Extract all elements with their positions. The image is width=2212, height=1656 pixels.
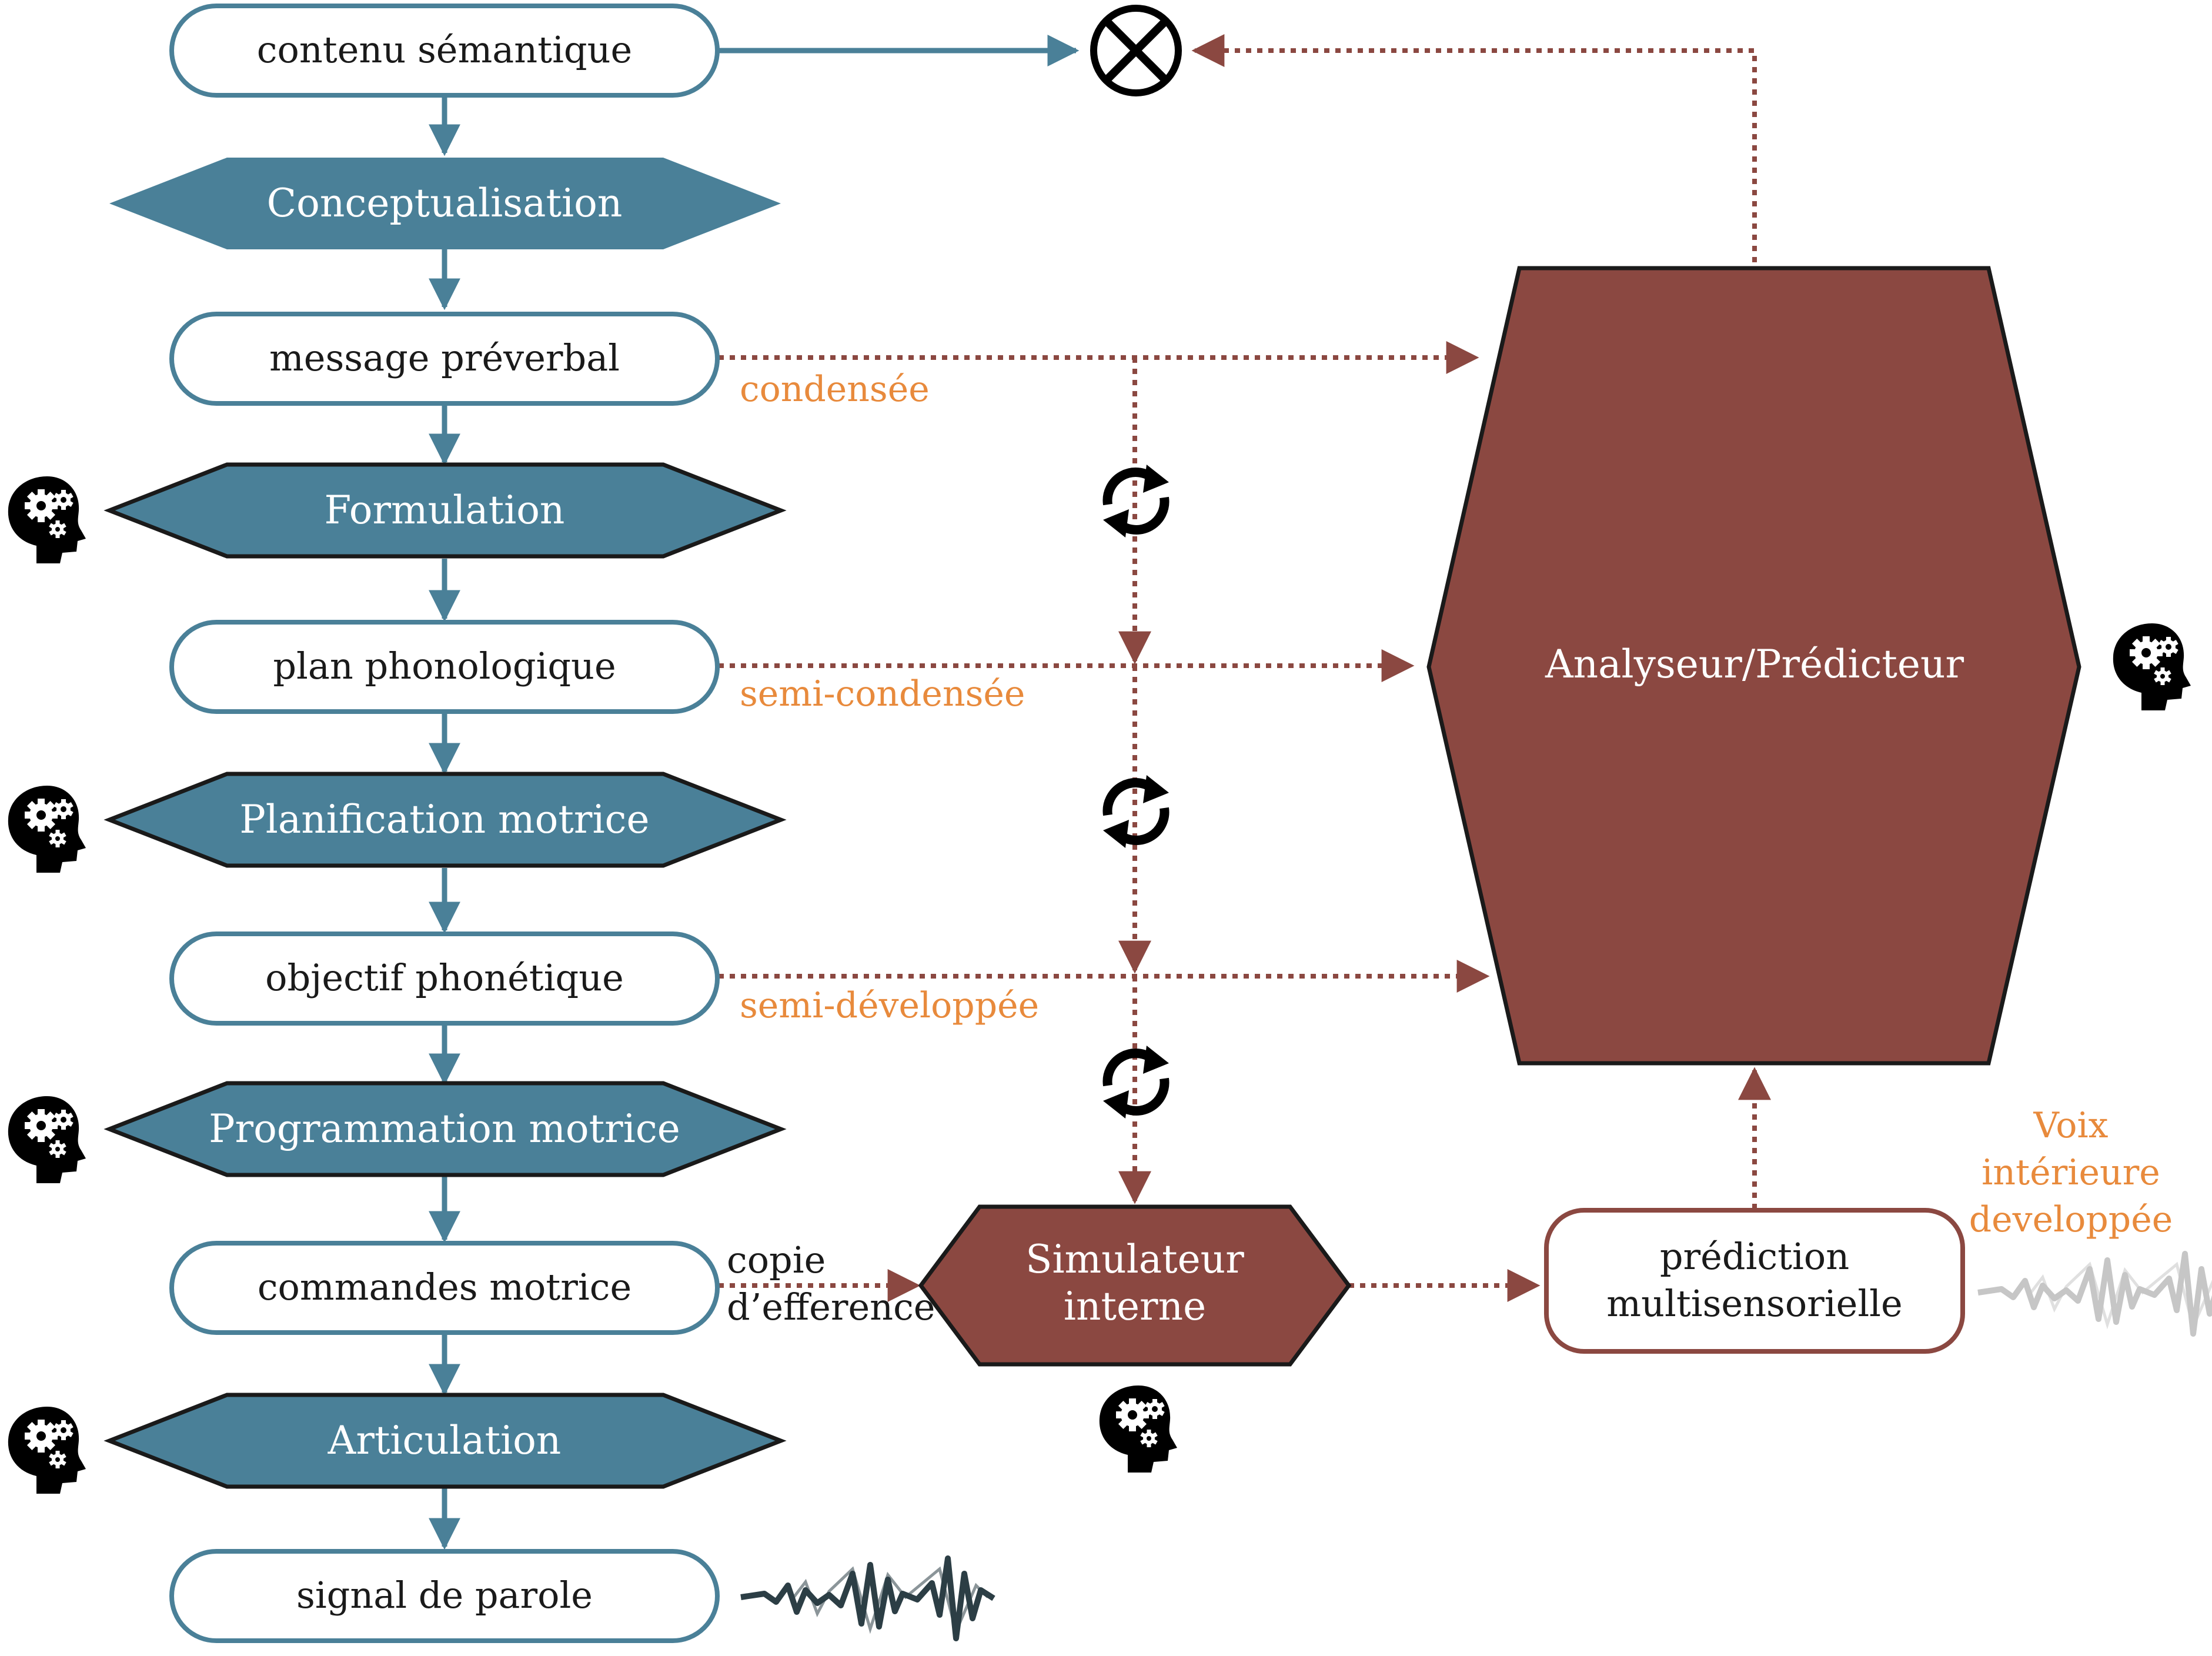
head-gears-icon <box>8 476 86 563</box>
box-prediction-multisensorielle: prédiction multisensorielle <box>1544 1208 1965 1354</box>
box-commandes-motrice: commandes motrice <box>169 1241 720 1335</box>
box-objectif-phonetique: objectif phonétique <box>169 931 720 1026</box>
planification-label: Planification motrice <box>239 797 649 842</box>
predictor-label: Analyseur/Prédicteur <box>1545 642 1964 687</box>
simulator-line2: interne <box>1064 1284 1206 1329</box>
box-signal-de-parole: signal de parole <box>169 1549 720 1643</box>
conceptualisation-label: Conceptualisation <box>267 181 623 226</box>
articulation-label: Articulation <box>328 1418 562 1463</box>
speech-waveform-icon <box>741 1558 994 1638</box>
qualifier-condensee: condensée <box>740 369 930 410</box>
efference-copy-label: copie d’efference <box>727 1238 935 1328</box>
head-gears-icon <box>1099 1385 1177 1473</box>
head-gears-icon <box>8 1407 86 1494</box>
head-gears-icon <box>8 1096 86 1183</box>
box-message-preverbal: message préverbal <box>169 312 720 406</box>
stage-planification-motrice: Planification motrice <box>103 772 787 868</box>
predictor-hexagon: Analyseur/Prédicteur <box>1426 266 2081 1066</box>
efference-line2: d’efference <box>727 1286 935 1328</box>
qualifier-semi-condensee: semi-condensée <box>740 673 1025 715</box>
simulator-line1: Simulateur <box>1025 1237 1244 1282</box>
inner-voice-waveform-icon <box>1978 1254 2212 1334</box>
inner-voice-line1: Voix <box>2033 1105 2109 1146</box>
box-plan-phonologique: plan phonologique <box>169 620 720 714</box>
formulation-label: Formulation <box>325 488 565 533</box>
prediction-paths <box>719 34 1771 1302</box>
inner-voice-label: Voix intérieure developpée <box>1969 1105 2173 1240</box>
programmation-label: Programmation motrice <box>209 1106 680 1151</box>
stage-articulation: Articulation <box>103 1393 787 1489</box>
stage-conceptualisation: Conceptualisation <box>109 158 781 249</box>
stage-programmation-motrice: Programmation motrice <box>103 1081 787 1177</box>
qualifier-semi-developpee: semi-développée <box>740 985 1039 1026</box>
head-gears-icon <box>8 786 86 873</box>
comparator-x-icon <box>1090 5 1182 96</box>
flow-arrows <box>429 35 1080 1550</box>
box-contenu-semantique: contenu sémantique <box>169 4 720 98</box>
message-label: message préverbal <box>269 336 620 379</box>
contenu-label: contenu sémantique <box>257 28 632 71</box>
inner-voice-line2: intérieure <box>1982 1152 2160 1193</box>
stage-formulation: Formulation <box>103 462 787 559</box>
prediction-line1: prédiction <box>1660 1235 1849 1278</box>
simulator-hexagon: Simulateur interne <box>918 1204 1352 1367</box>
prediction-line2: multisensorielle <box>1606 1282 1902 1325</box>
inner-voice-line3: developpée <box>1969 1199 2173 1240</box>
plan-label: plan phonologique <box>273 645 616 687</box>
signal-label: signal de parole <box>296 1574 593 1617</box>
commandes-label: commandes motrice <box>258 1266 631 1308</box>
head-gears-icon <box>2113 623 2191 710</box>
efference-line1: copie <box>727 1238 826 1281</box>
objectif-label: objectif phonétique <box>265 956 624 999</box>
cycle-arrows-icon <box>1103 465 1169 537</box>
